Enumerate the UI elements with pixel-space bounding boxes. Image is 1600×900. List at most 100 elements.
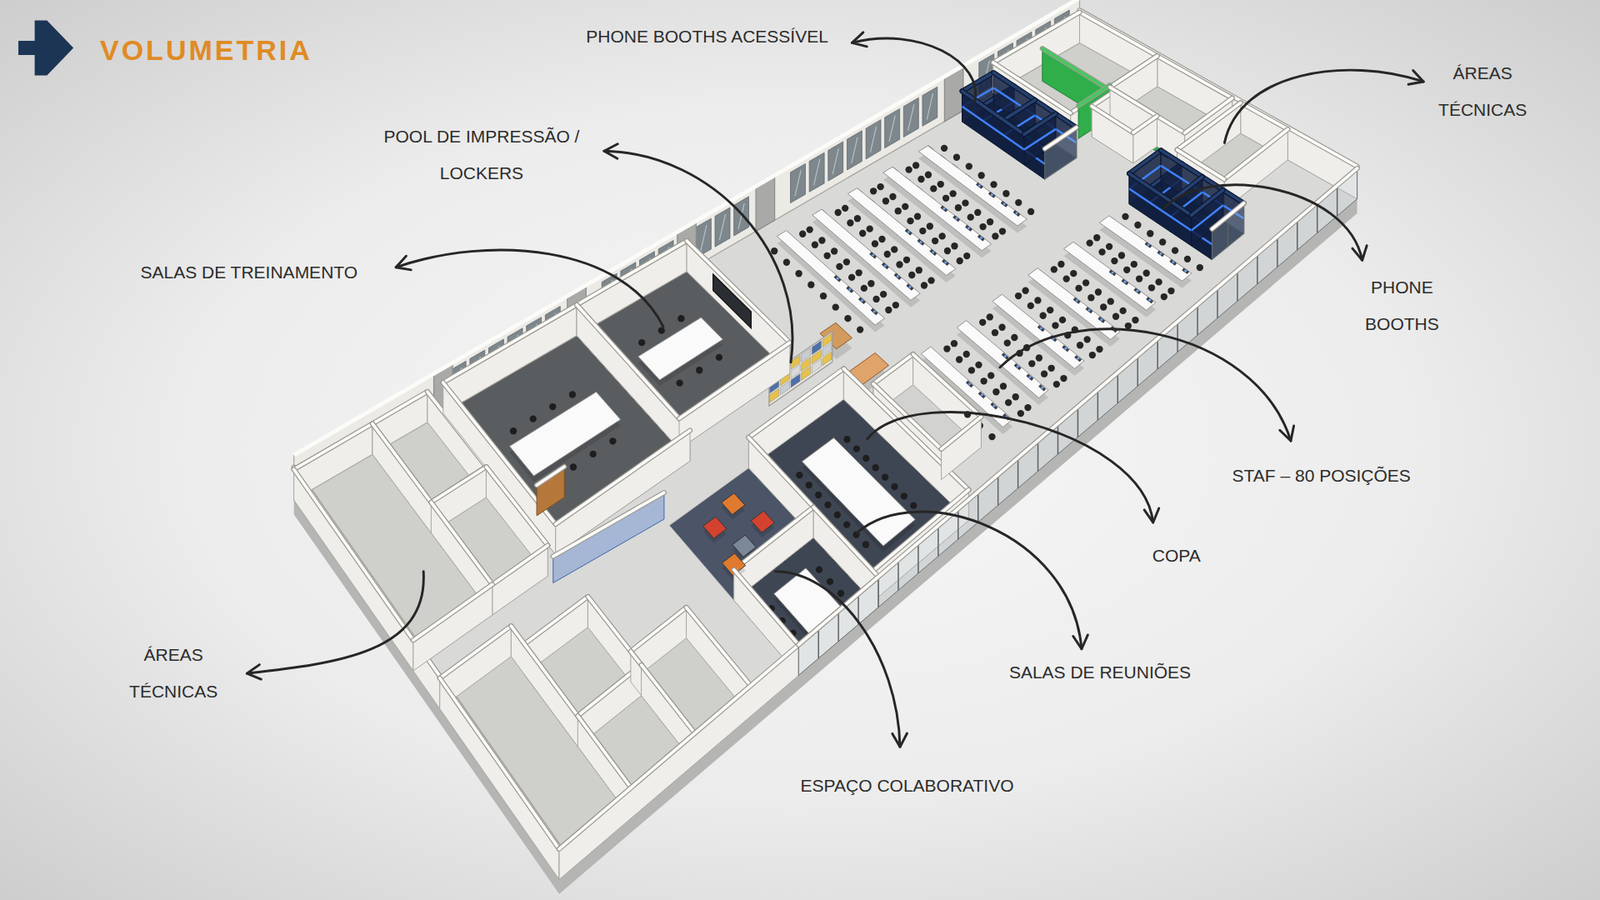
wall-cap bbox=[553, 492, 665, 556]
chair bbox=[1046, 306, 1054, 314]
chair bbox=[967, 213, 975, 220]
chair bbox=[919, 227, 926, 235]
wall-cap bbox=[913, 354, 982, 417]
chair bbox=[818, 236, 825, 244]
monitor-screen bbox=[990, 193, 994, 196]
chair bbox=[884, 250, 891, 258]
chair bbox=[1017, 410, 1025, 417]
mullion bbox=[1316, 202, 1318, 234]
chair bbox=[1082, 279, 1090, 286]
monitor bbox=[965, 225, 972, 230]
monitor-screen bbox=[908, 285, 911, 289]
chair bbox=[1010, 334, 1018, 341]
wall-cap bbox=[734, 507, 814, 570]
chair bbox=[900, 492, 908, 500]
chair bbox=[1167, 287, 1175, 295]
chair bbox=[988, 433, 995, 440]
chair bbox=[795, 471, 803, 479]
chair bbox=[1053, 380, 1060, 388]
chair bbox=[906, 217, 914, 225]
leader-arrowhead bbox=[851, 32, 867, 47]
leader-arrowhead bbox=[1408, 70, 1424, 85]
window-reflection bbox=[870, 126, 876, 153]
chair bbox=[908, 271, 915, 279]
wall-cap bbox=[577, 715, 631, 788]
wall-cap bbox=[798, 168, 1357, 645]
wall-cap bbox=[430, 466, 486, 503]
wall-cap-edge bbox=[734, 507, 814, 570]
wall-cap bbox=[1091, 106, 1134, 134]
window-reflection bbox=[700, 225, 707, 251]
window-reflection bbox=[814, 159, 820, 185]
chair bbox=[998, 324, 1005, 331]
monitor bbox=[979, 392, 985, 398]
chair bbox=[1131, 316, 1139, 324]
chair bbox=[638, 339, 645, 346]
chair bbox=[1095, 345, 1103, 353]
chair bbox=[914, 213, 921, 220]
monitor bbox=[930, 250, 937, 255]
chair bbox=[872, 464, 880, 471]
monitor bbox=[1015, 364, 1021, 370]
chair bbox=[880, 290, 887, 298]
monitor bbox=[1110, 270, 1116, 275]
chair bbox=[834, 209, 841, 216]
wall-cap-edge bbox=[913, 354, 982, 417]
chair bbox=[943, 345, 950, 352]
window-reflection bbox=[889, 115, 895, 142]
mullion bbox=[1256, 253, 1258, 285]
wall-cap-edge bbox=[1240, 102, 1289, 130]
wall-cap-edge bbox=[1091, 106, 1134, 134]
wall-face bbox=[294, 469, 414, 671]
chair bbox=[1146, 230, 1154, 237]
wall-cap bbox=[1080, 12, 1158, 56]
mullion bbox=[897, 560, 899, 591]
wall-cap-edge bbox=[748, 368, 844, 438]
monitor bbox=[1122, 280, 1129, 285]
wall-cap-edge bbox=[430, 466, 486, 503]
chair bbox=[955, 355, 963, 363]
wall-cap bbox=[294, 0, 1080, 455]
chair bbox=[770, 247, 778, 255]
chair bbox=[920, 281, 928, 289]
wall-face bbox=[553, 492, 665, 583]
chair bbox=[938, 232, 945, 240]
monitor-screen bbox=[871, 254, 875, 257]
wall-cap-edge bbox=[1211, 203, 1244, 230]
chair bbox=[815, 566, 823, 574]
leader-line bbox=[867, 412, 1154, 523]
chair bbox=[658, 326, 665, 334]
chair bbox=[925, 171, 932, 179]
mullion bbox=[1057, 423, 1059, 455]
chair bbox=[885, 306, 892, 314]
mullion bbox=[837, 610, 839, 642]
wall-cap-edge bbox=[536, 466, 565, 485]
chair bbox=[1159, 238, 1166, 245]
wall-cap-edge bbox=[492, 545, 548, 585]
chair bbox=[826, 578, 834, 585]
wall-cap bbox=[748, 368, 844, 438]
chair bbox=[715, 354, 723, 361]
monitor bbox=[1134, 289, 1140, 294]
wall-cap-edge bbox=[1133, 115, 1157, 133]
chair bbox=[979, 223, 986, 230]
chair bbox=[1076, 341, 1084, 349]
chair bbox=[1112, 313, 1120, 320]
wall-cap-edge bbox=[1129, 150, 1161, 174]
chair bbox=[1105, 243, 1113, 250]
monitor bbox=[1170, 260, 1176, 265]
chair bbox=[832, 303, 840, 310]
monitor-screen bbox=[896, 275, 900, 278]
leader-arrowhead bbox=[892, 733, 908, 747]
chair bbox=[991, 232, 999, 240]
callout-label: PHONE BOOTHS bbox=[1347, 269, 1456, 343]
wall-face bbox=[1080, 10, 1358, 200]
chair bbox=[1100, 303, 1107, 310]
window-reflection bbox=[926, 93, 933, 120]
chair bbox=[1039, 312, 1046, 320]
wall-face bbox=[1045, 127, 1077, 180]
chair bbox=[942, 195, 950, 202]
chair bbox=[1027, 302, 1035, 310]
chair bbox=[860, 285, 868, 292]
chair bbox=[882, 197, 890, 205]
